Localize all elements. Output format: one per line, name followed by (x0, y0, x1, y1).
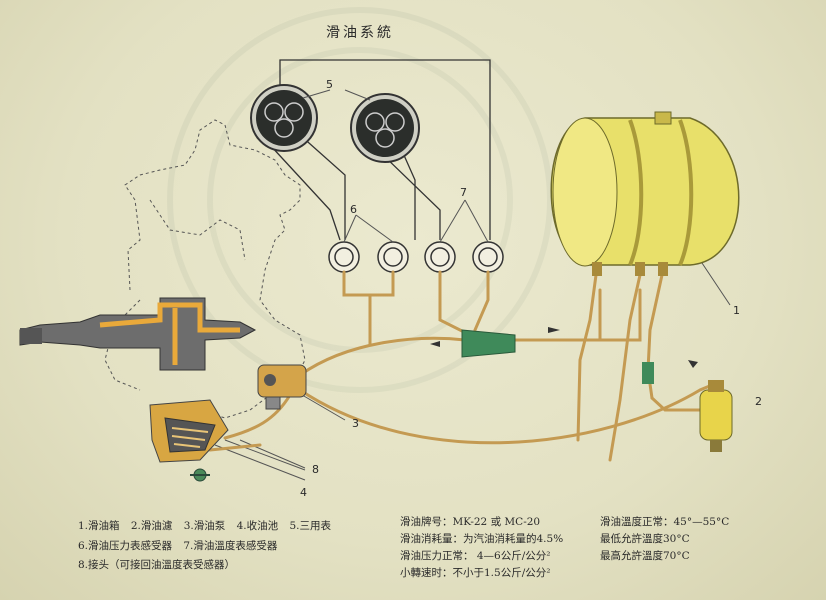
callout-2: 2 (755, 395, 762, 408)
tri-gauge-left (250, 84, 318, 152)
watermark (167, 7, 553, 393)
spec-consumption: 滑油消耗量：为汽油消耗量的4.5% (400, 533, 564, 545)
spec-brand: 滑油牌号：MK-22 或 MC-20 (400, 516, 541, 528)
spec-temp-normal: 滑油溫度正常：45°—55°C (600, 516, 730, 528)
tri-gauge-right (350, 93, 420, 163)
legend-item: 3.滑油泵 (183, 520, 226, 532)
crankshaft (19, 297, 257, 371)
callout-4: 4 (300, 486, 307, 499)
cone-fitting (461, 329, 516, 358)
flow-arrows (430, 327, 698, 368)
callout-3: 3 (352, 417, 359, 430)
legend-item: 4.收油池 (236, 520, 279, 532)
oil-tank (550, 111, 740, 276)
legend-row-1: 1.滑油箱 2.滑油濾 3.滑油泵 4.收油池 5.三用表 (78, 518, 339, 533)
legend-row-2: 6.滑油压力表感受器 7.滑油溫度表感受器 (78, 538, 285, 553)
callout-7: 7 (460, 186, 467, 199)
spec-temp-min: 最低允許溫度30°C (600, 533, 690, 545)
legend-item: 6.滑油压力表感受器 (78, 540, 173, 552)
legend-item: 1.滑油箱 (78, 520, 120, 532)
legend-item: 7.滑油溫度表感受器 (183, 540, 278, 552)
callout-1: 1 (733, 304, 740, 317)
legend-row-3: 8.接头（可接回油溫度表受感器） (78, 557, 243, 572)
inline-valve (642, 362, 654, 384)
spec-temp-max: 最高允許溫度70°C (600, 550, 690, 562)
sensors (328, 241, 504, 273)
spec-pressure: 滑油压力正常： 4—6公斤/公分² (400, 550, 551, 562)
callout-6: 6 (350, 203, 357, 216)
callout-5: 5 (326, 78, 333, 91)
callout-8: 8 (312, 463, 319, 476)
spec-low-rpm: 小轉速时：不小于1.5公斤/公分² (400, 567, 551, 579)
legend-item: 5.三用表 (289, 520, 332, 532)
diagram-title: 滑油系統 (326, 25, 394, 41)
legend-item: 2.滑油濾 (130, 520, 173, 532)
oil-pump (257, 364, 307, 410)
oil-sump (149, 399, 229, 482)
engine-outline (124, 119, 306, 419)
oil-filter (699, 380, 733, 452)
legend-item: 8.接头（可接回油溫度表受感器） (78, 559, 236, 571)
